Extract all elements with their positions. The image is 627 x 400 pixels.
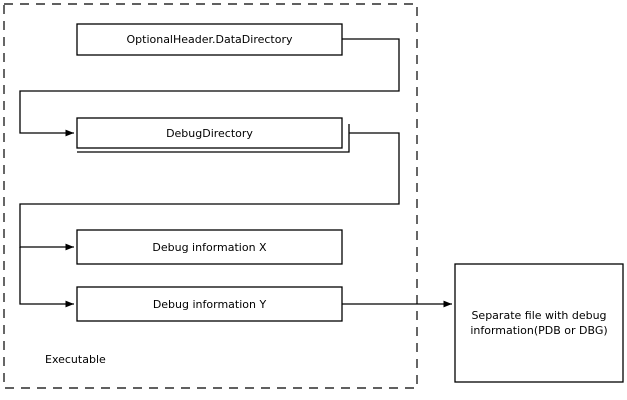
node-debug-information-x[interactable]: [76, 229, 343, 265]
node-debug-directory[interactable]: [76, 117, 343, 149]
node-separate-debug-file[interactable]: [454, 263, 624, 383]
node-debug-information-y[interactable]: [76, 286, 343, 322]
region-executable-border: [3, 3, 418, 389]
connector-data-directory-to-debug-directory: [19, 38, 400, 137]
connector-debug-directory-to-debug-information-x: [19, 132, 400, 251]
node-optional-header-data-directory[interactable]: [76, 23, 343, 56]
debug-directory-stack-outline: [77, 124, 350, 153]
region-caption-executable: Executable: [45, 353, 106, 366]
connector-debug-directory-to-debug-information-y: [19, 247, 74, 308]
